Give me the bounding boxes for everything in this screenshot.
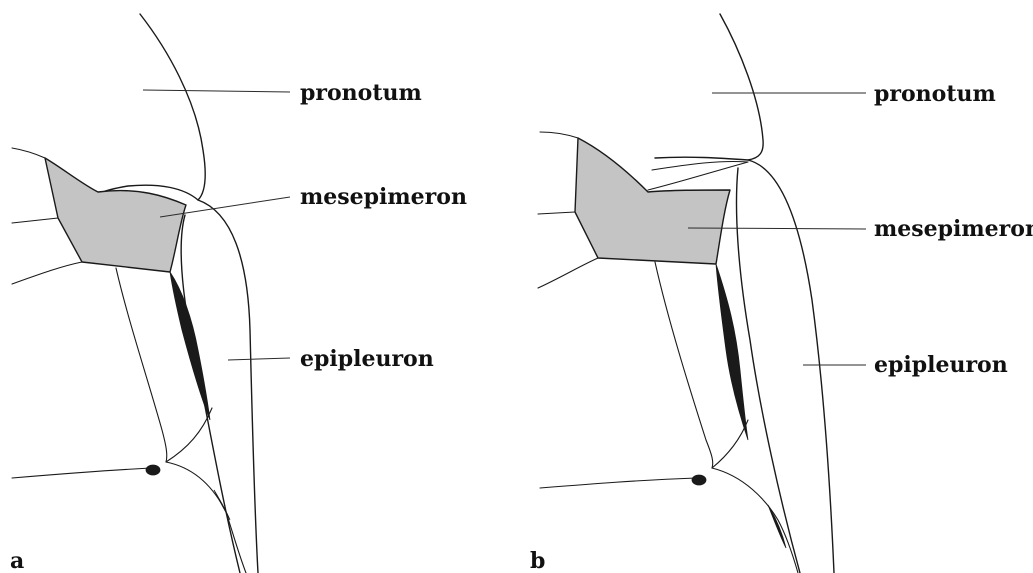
pronotum-outline-a	[98, 14, 205, 200]
coxal-line-b	[655, 262, 713, 468]
sclerite-line-a3	[12, 262, 82, 284]
label-mesepimeron-a: mesepimeron	[300, 184, 467, 210]
panel-b: pronotum mesepimeron epipleuron b	[530, 14, 1033, 573]
coxal-curve-a	[166, 462, 246, 573]
strap-line-b1	[648, 162, 748, 190]
coxal-link-a	[166, 408, 212, 462]
lower-edge-b	[540, 478, 696, 488]
label-pronotum-a: pronotum	[300, 80, 422, 106]
sclerite-line-b3	[538, 258, 598, 288]
label-mesepimeron-b: mesepimeron	[874, 216, 1033, 242]
sclerite-line-b2	[538, 212, 575, 214]
panel-letter-a: a	[10, 548, 24, 573]
epipleuron-inner-a	[181, 215, 240, 573]
dark-lower-b	[768, 505, 786, 548]
mesepimeron-shape-b	[575, 138, 730, 264]
coxal-line-a	[116, 268, 167, 462]
coxal-curve-b	[712, 468, 798, 573]
coxal-link-b	[712, 420, 748, 468]
sclerite-line-a2	[12, 218, 58, 223]
label-epipleuron-b: epipleuron	[874, 352, 1008, 378]
epipleuron-outline-b	[748, 160, 834, 573]
pronotum-outline-b	[655, 14, 763, 160]
dark-wedge-a	[170, 272, 210, 420]
panel-a: pronotum mesepimeron epipleuron a	[10, 14, 467, 573]
lower-edge-a	[12, 468, 152, 478]
coxal-knob-a	[146, 465, 160, 475]
sclerite-line-a1	[12, 148, 45, 158]
leader-epipleuron-a	[228, 358, 290, 360]
label-epipleuron-a: epipleuron	[300, 346, 434, 372]
sclerite-line-b1	[540, 132, 578, 138]
leader-pronotum-a	[143, 90, 290, 92]
coxal-knob-b	[692, 475, 706, 485]
panel-letter-b: b	[530, 548, 545, 573]
mesepimeron-shape-a	[45, 158, 186, 272]
label-pronotum-b: pronotum	[874, 81, 996, 107]
